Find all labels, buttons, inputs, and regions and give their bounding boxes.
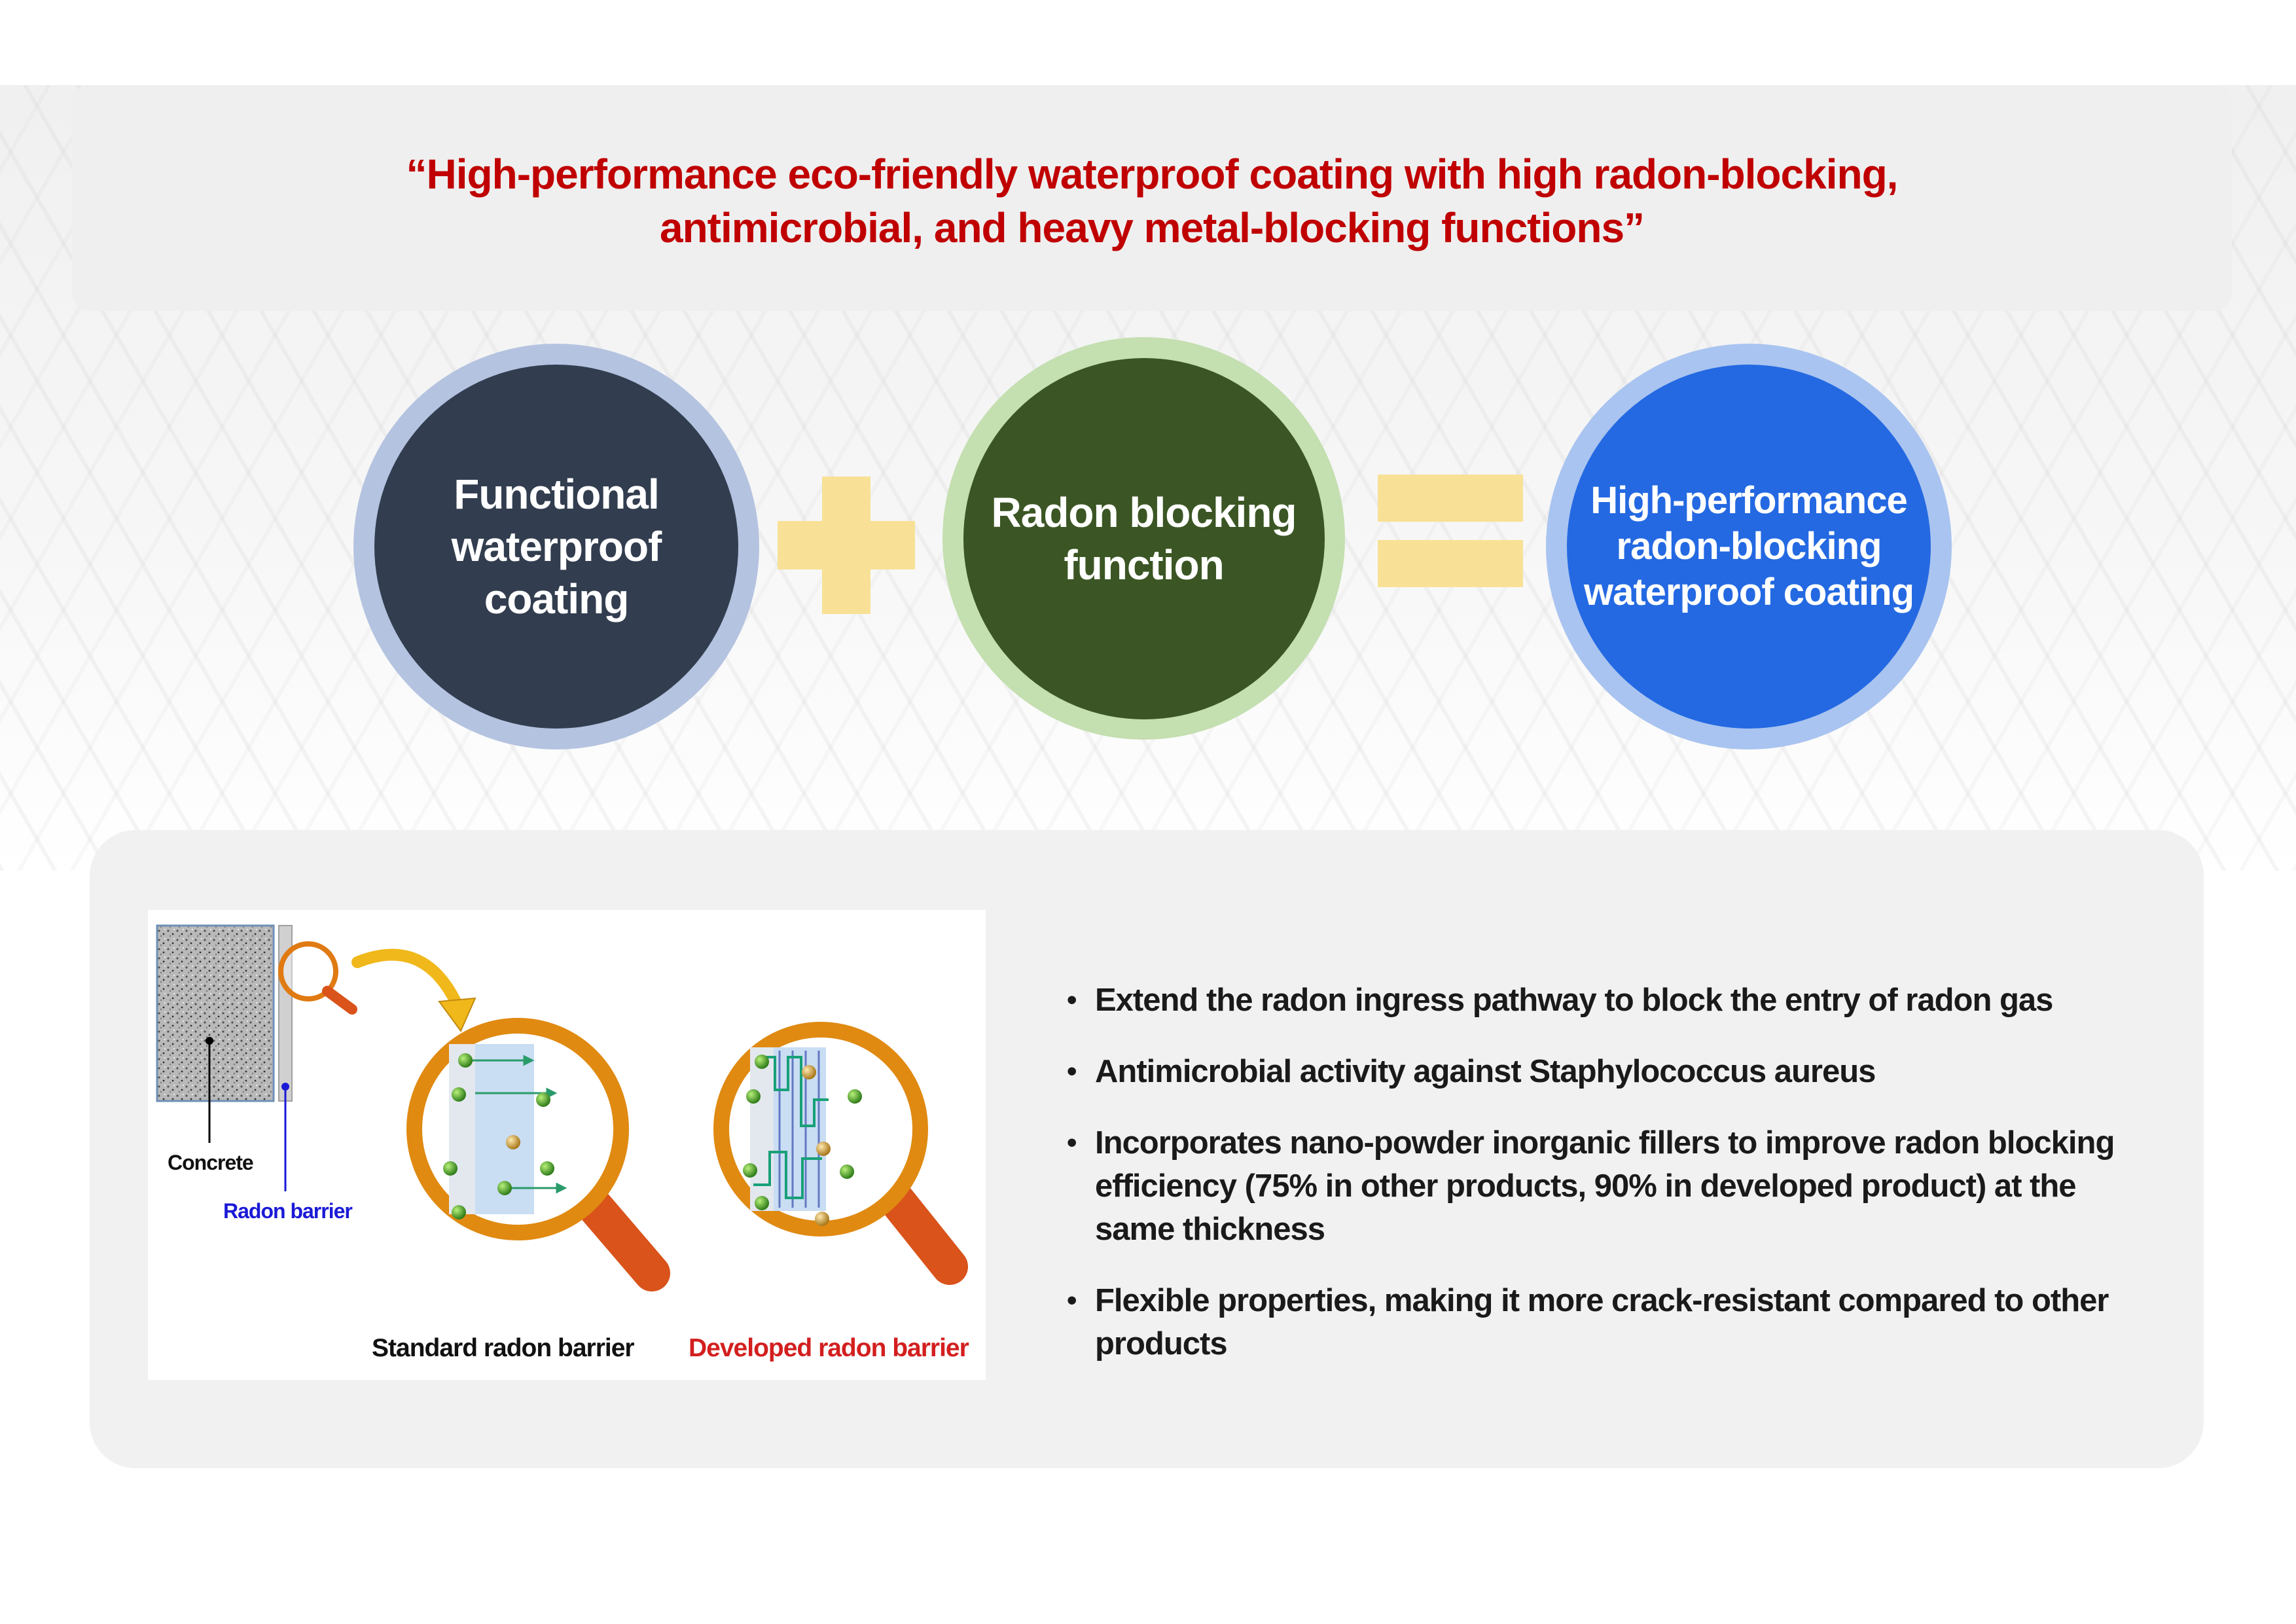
developed-barrier-label: Developed radon barrier xyxy=(689,1334,969,1362)
page-title: “High-performance eco-friendly waterproo… xyxy=(72,147,2232,255)
barrier-diagram xyxy=(156,924,968,1291)
feature-item: Antimicrobial activity against Staphyloc… xyxy=(1067,1050,2153,1093)
feature-item: Extend the radon ingress pathway to bloc… xyxy=(1067,979,2153,1022)
result-coating-label: High-performance radon-blocking waterpro… xyxy=(1567,365,1931,729)
standard-magnifier-icon xyxy=(406,1018,670,1291)
developed-magnifier-icon xyxy=(713,1022,968,1285)
concrete-block xyxy=(156,924,275,1102)
curved-arrow-icon xyxy=(351,948,476,1032)
result-coating-circle: High-performance radon-blocking waterpro… xyxy=(1546,344,1952,749)
feature-item: Flexible properties, making it more crac… xyxy=(1067,1279,2153,1365)
title-line-2: antimicrobial, and heavy metal-blocking … xyxy=(659,204,1645,251)
equals-icon xyxy=(1378,475,1523,592)
radon-barrier-illustration: Concrete Radon barrier Standard radon ba… xyxy=(148,910,986,1380)
functional-coating-label: Functional waterproof coating xyxy=(374,365,738,729)
feature-item: Incorporates nano-powder inorganic fille… xyxy=(1067,1121,2153,1251)
concrete-label: Concrete xyxy=(168,1151,254,1174)
radon-blocking-label: Radon blocking function xyxy=(963,357,1325,719)
radon-blocking-circle: Radon blocking function xyxy=(942,337,1345,740)
feature-list: Extend the radon ingress pathway to bloc… xyxy=(1067,979,2153,1394)
radon-barrier-label: Radon barrier xyxy=(223,1199,353,1223)
title-line-1: “High-performance eco-friendly waterproo… xyxy=(406,151,1899,198)
plus-icon xyxy=(778,477,915,614)
small-magnifier-icon xyxy=(278,941,357,1015)
functional-coating-circle: Functional waterproof coating xyxy=(353,344,759,749)
standard-barrier-label: Standard radon barrier xyxy=(372,1334,635,1362)
title-banner: “High-performance eco-friendly waterproo… xyxy=(72,85,2232,311)
